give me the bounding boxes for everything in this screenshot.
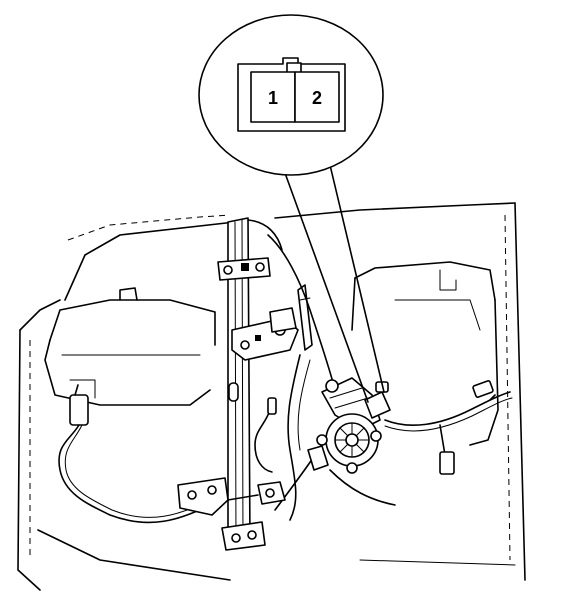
- connector-pin-1: 1: [268, 88, 278, 108]
- top-mount-bracket: [217, 257, 271, 281]
- regulator-cable-lower: [254, 354, 316, 521]
- callout-leader-lines: [284, 164, 385, 403]
- bottom-mount-bracket: [177, 477, 286, 551]
- left-wire-harness: [58, 384, 211, 524]
- lifter-plate: [231, 307, 299, 361]
- connector-pin-2: 2: [312, 88, 322, 108]
- motor-connector-face: [237, 57, 346, 132]
- right-panel-cutout: [351, 261, 499, 446]
- left-panel-cutout: [44, 287, 216, 406]
- regulator-motor: [307, 377, 391, 474]
- right-wire-harness: [329, 380, 513, 506]
- door-panel-outline: [17, 202, 526, 591]
- regulator-cable-upper: [267, 234, 336, 391]
